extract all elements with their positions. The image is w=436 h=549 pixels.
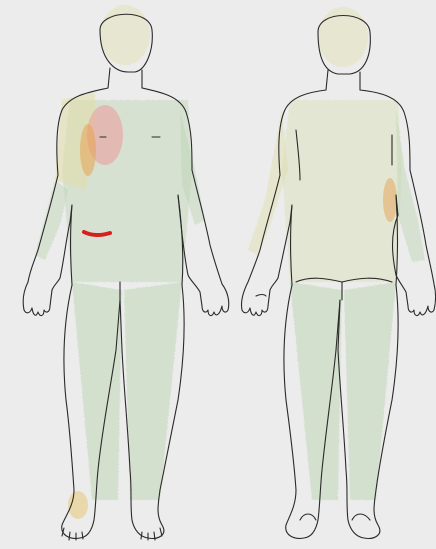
front-figure: [23, 5, 229, 540]
front-left-arm-shading: [35, 180, 68, 260]
front-upper-arm-orange-shading: [80, 124, 96, 176]
back-right-arm-shading: [396, 110, 425, 262]
back-legs-shading: [290, 282, 396, 500]
front-legs-shading: [72, 282, 182, 500]
front-shading: [35, 5, 205, 500]
back-arm-orange-shading: [383, 178, 397, 222]
back-left-arm-shading: [248, 110, 288, 255]
back-shading: [248, 7, 425, 500]
back-figure: [241, 7, 435, 538]
